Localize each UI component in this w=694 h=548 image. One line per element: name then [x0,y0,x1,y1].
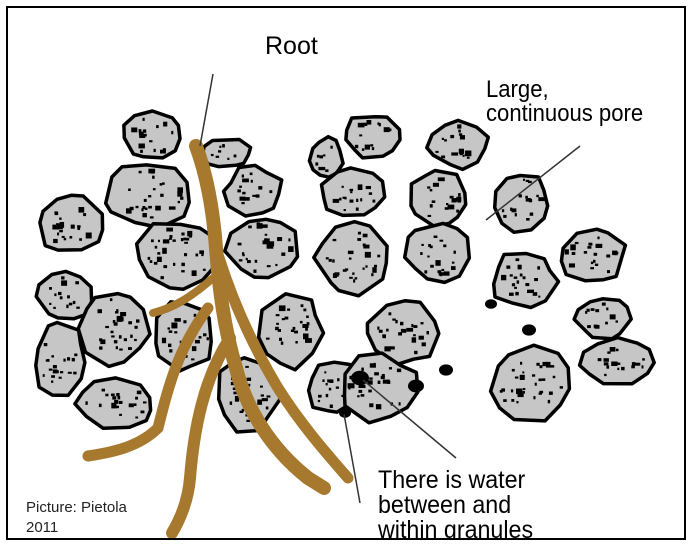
soil-granule [75,378,151,428]
soil-granule [427,120,489,169]
water-label: There is water between and within granul… [378,468,533,540]
soil-granule [124,111,180,158]
soil-granule [36,271,91,318]
water-pocket [522,324,536,335]
soil-granule [202,140,250,167]
soil-granule [224,165,282,216]
water-pocket [439,364,453,375]
soil-granule [494,254,559,308]
soil-granules [36,111,654,432]
soil-granule [491,345,570,421]
water-pocket [485,299,497,309]
soil-granule [561,229,625,281]
root-label: Root [265,32,318,61]
soil-granule [495,176,548,233]
soil-granule [345,353,418,423]
soil-granule [36,323,85,396]
soil-granule [580,338,655,384]
soil-granule [106,165,190,228]
picture-credit: Picture: Pietola 2011 [26,498,127,538]
soil-granule [411,171,466,227]
diagram-frame: Root Large, continuous pore There is wat… [6,6,686,540]
soil-granule [40,195,103,250]
soil-granule [259,294,324,370]
pore-label: Large, continuous pore [486,78,643,126]
soil-granule [314,222,387,296]
pointer-line [200,74,213,146]
water-pocket [408,380,424,393]
pointer-line [344,414,360,503]
soil-granule [574,299,631,339]
soil-granule [225,219,298,277]
soil-granule [405,223,470,282]
soil-granule [346,117,400,158]
soil-granule [78,294,150,367]
soil-granule [322,168,385,216]
